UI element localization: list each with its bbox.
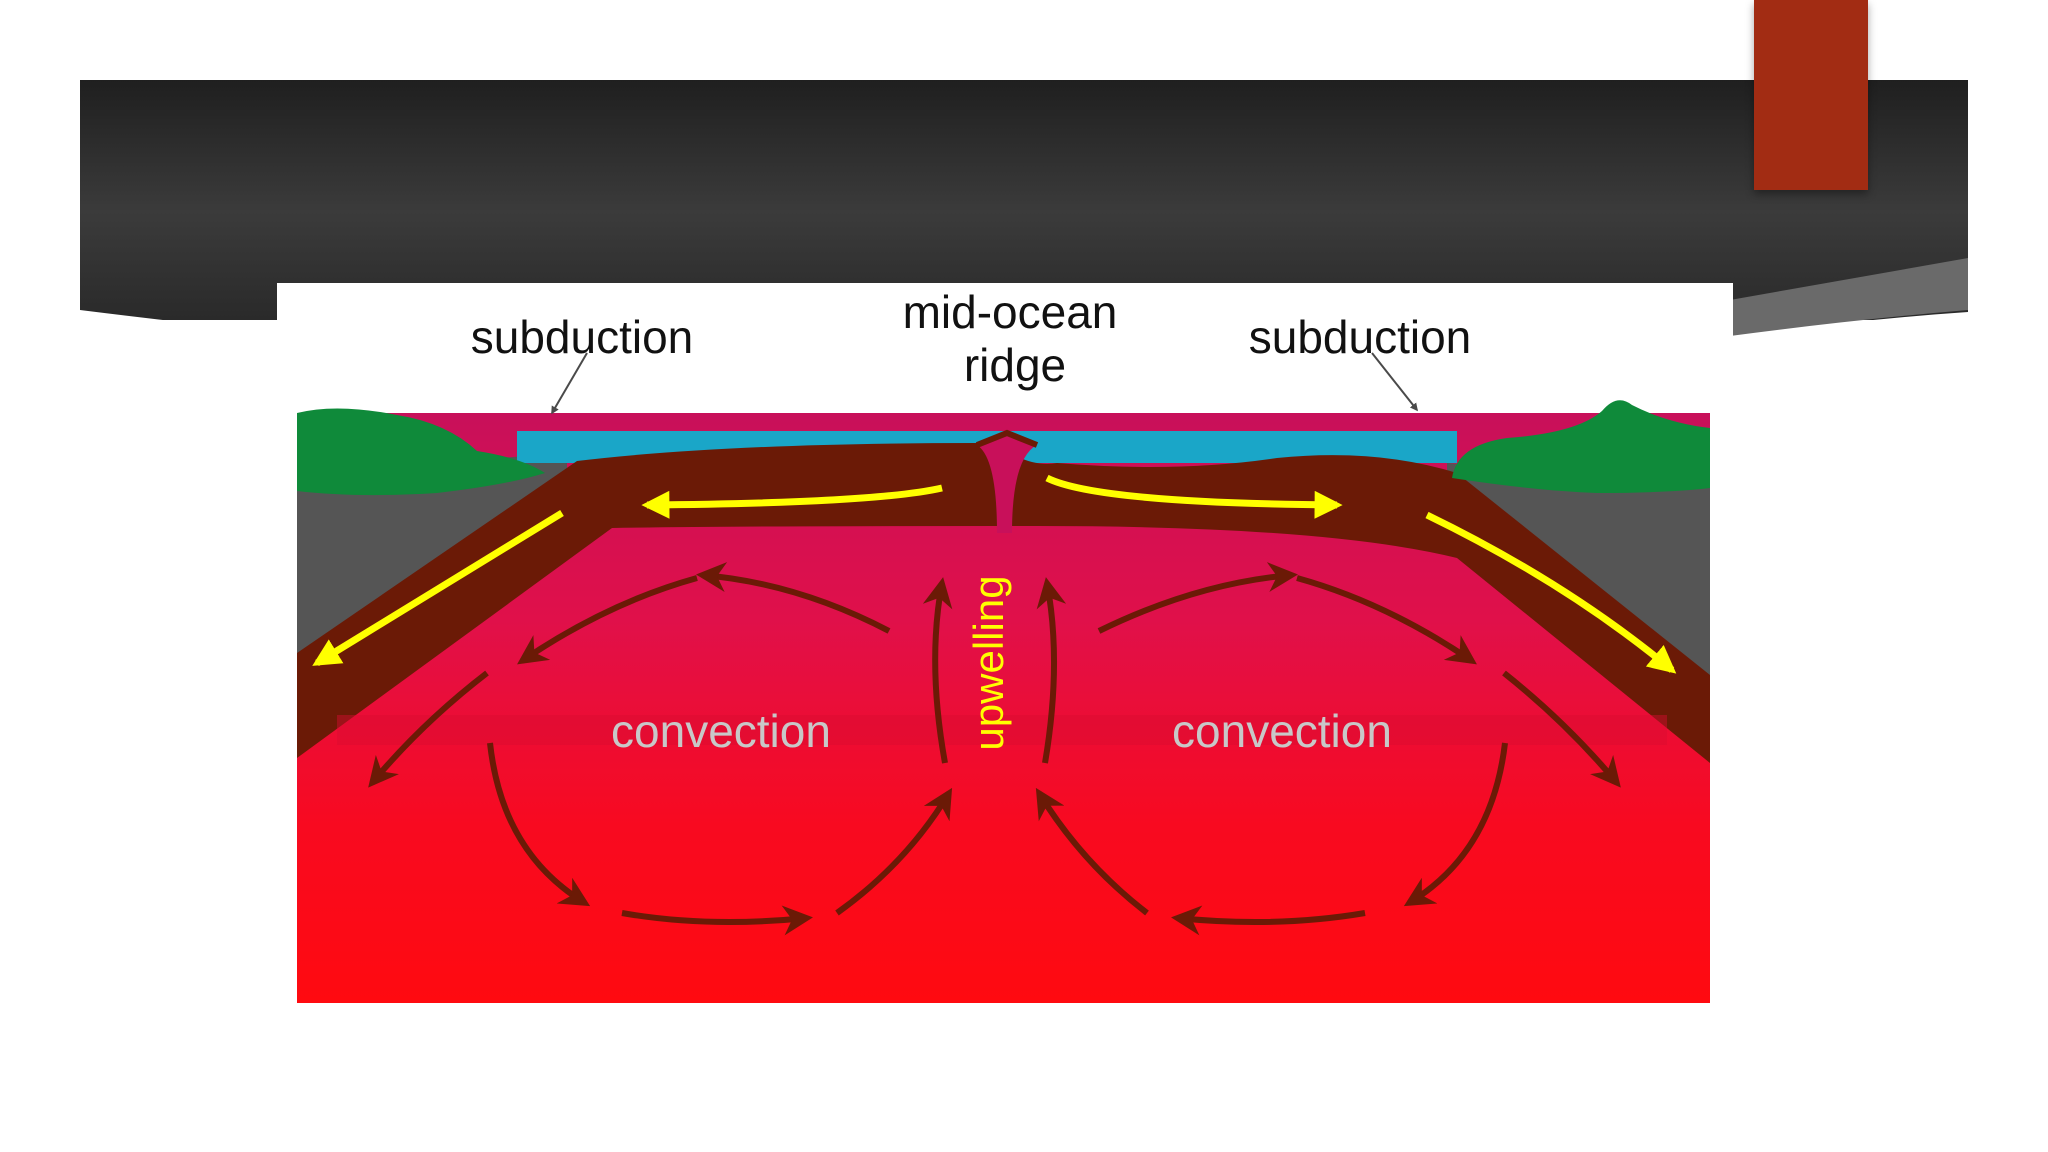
- tectonic-plate: [297, 443, 1710, 763]
- land-right: [1452, 400, 1710, 493]
- subduction-pointer-left: [551, 352, 588, 415]
- ridge-upwelling: [977, 433, 1037, 533]
- plate-arrow-right-top: [1045, 474, 1343, 519]
- convection-arrows-right: [1035, 562, 1621, 936]
- label-subduction-left: subduction: [471, 311, 694, 363]
- subduction-pointer-right: [1371, 352, 1418, 412]
- label-ridge: ridge: [964, 339, 1066, 391]
- plate-tectonics-diagram: subduction mid-ocean ridge subduction co…: [277, 283, 1733, 1003]
- land-left: [297, 408, 545, 496]
- label-upwelling: upwelling: [965, 575, 1012, 750]
- plate-arrow-left-down: [312, 510, 564, 666]
- plate-arrow-right-down: [1425, 511, 1677, 674]
- label-convection-left: convection: [611, 705, 831, 757]
- label-mid-ocean: mid-ocean: [903, 286, 1118, 338]
- accent-tab: [1754, 0, 1868, 190]
- convection-arrows-left: [368, 562, 953, 936]
- title-band: [80, 80, 1968, 320]
- label-convection-right: convection: [1172, 705, 1392, 757]
- plate-arrow-left-top: [641, 484, 943, 519]
- label-subduction-right: subduction: [1249, 311, 1472, 363]
